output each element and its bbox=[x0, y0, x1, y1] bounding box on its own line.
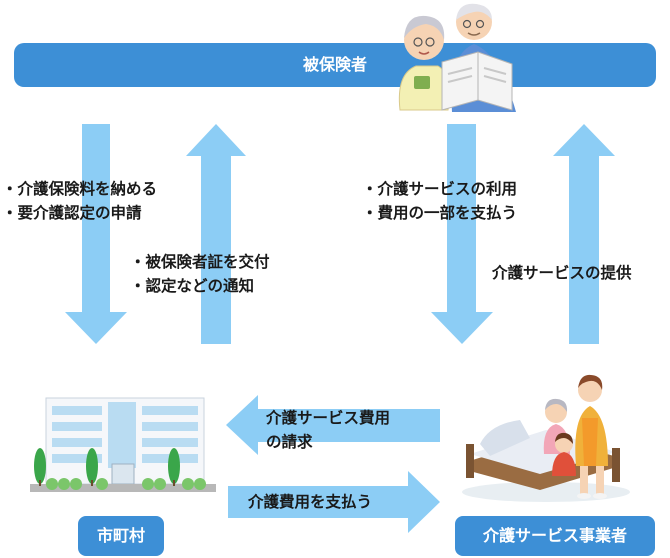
insured-bar: 被保険者 bbox=[14, 43, 656, 87]
flow-line: ・介護保険料を納める bbox=[2, 180, 158, 198]
flow-line: ・介護サービスの利用 bbox=[362, 180, 518, 198]
flow-provider-to-insured: 介護サービスの提供 bbox=[492, 261, 632, 285]
care-scene-illustration bbox=[462, 374, 630, 502]
flow-line: の請求 bbox=[266, 433, 313, 451]
flow-city-to-provider: 介護費用を支払う bbox=[248, 490, 372, 514]
city-hall-building-illustration bbox=[30, 397, 216, 492]
flow-line: ・要介護認定の申請 bbox=[2, 204, 142, 222]
flow-insured-to-city: ・介護保険料を納める ・要介護認定の申請 bbox=[2, 177, 157, 225]
flow-line: ・認定などの通知 bbox=[130, 277, 255, 295]
arrow-insured-to-city bbox=[65, 124, 127, 344]
flow-line: ・被保険者証を交付 bbox=[130, 253, 270, 271]
care-provider-label: 介護サービス事業者 bbox=[455, 516, 655, 556]
flow-line: 介護サービス費用 bbox=[266, 409, 391, 427]
municipality-label: 市町村 bbox=[78, 516, 164, 556]
arrow-insured-to-provider bbox=[431, 124, 493, 344]
flow-city-to-insured: ・被保険者証を交付 ・認定などの通知 bbox=[130, 250, 270, 298]
flow-insured-to-provider: ・介護サービスの利用 ・費用の一部を支払う bbox=[362, 177, 517, 225]
arrow-city-to-provider bbox=[228, 471, 440, 533]
flow-line: 介護サービスの提供 bbox=[492, 264, 632, 282]
flow-line: ・費用の一部を支払う bbox=[362, 204, 518, 222]
arrow-provider-to-insured bbox=[553, 124, 615, 344]
elderly-couple-illustration bbox=[398, 3, 516, 112]
arrow-provider-to-city bbox=[226, 395, 440, 455]
flow-line: 介護費用を支払う bbox=[248, 493, 373, 511]
flow-provider-to-city: 介護サービス費用 の請求 bbox=[266, 406, 390, 454]
insured-label: 被保険者 bbox=[302, 55, 367, 74]
arrow-city-to-insured bbox=[186, 124, 246, 344]
